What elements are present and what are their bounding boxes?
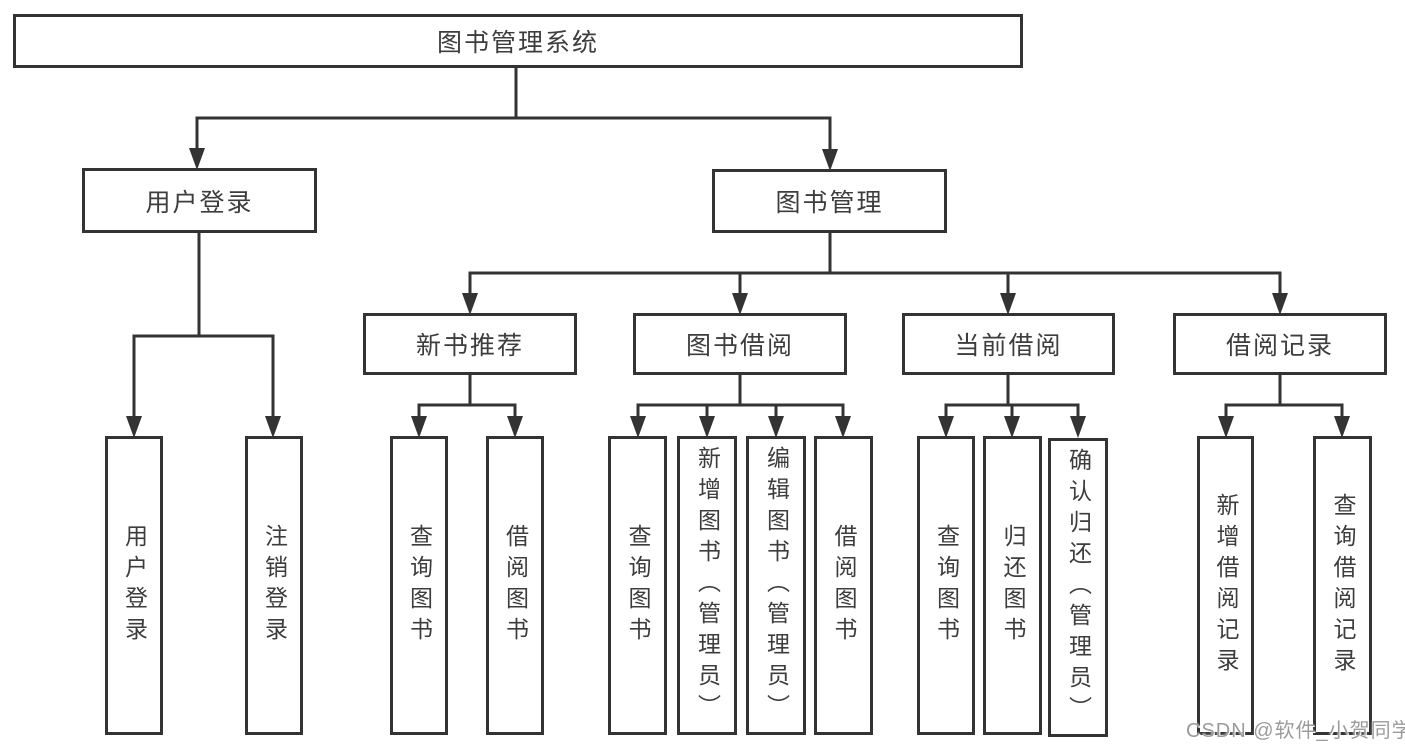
leaf-label: 新增借阅记录 [1213, 492, 1239, 679]
node-book-borrow: 图书借阅 [633, 313, 847, 375]
arrow-leaf [699, 416, 715, 438]
leaf-label: 编辑图书（管理员） [763, 446, 790, 725]
node-current-borrow: 当前借阅 [902, 313, 1115, 375]
arrow-to-user-login [189, 148, 205, 170]
leaf-label: 新增图书（管理员） [694, 446, 721, 725]
leaf-add-books-admin: 新增图书（管理员） [677, 436, 737, 735]
leaf-label: 查询图书 [933, 523, 960, 648]
arrow-leaf [835, 416, 851, 438]
arrow-leaf [768, 416, 784, 438]
arrow-to-new-book [462, 293, 478, 315]
leaf-confirm-return-admin: 确认归还（管理员） [1048, 438, 1108, 737]
node-book-management: 图书管理 [712, 169, 947, 233]
leaf-logout: 注销登录 [245, 436, 303, 735]
arrow-leaf [507, 416, 523, 438]
node-label: 新书推荐 [415, 332, 524, 360]
arrow-leaf [630, 416, 646, 438]
node-library-management-system: 图书管理系统 [13, 14, 1023, 68]
leaf-label: 查询借阅记录 [1330, 492, 1356, 679]
leaf-borrow-books-1: 借阅图书 [486, 436, 544, 735]
leaf-query-books-1: 查询图书 [390, 436, 448, 735]
leaf-borrow-books-2: 借阅图书 [814, 436, 873, 735]
connector-user-login-children [132, 231, 275, 419]
leaf-label: 查询图书 [625, 523, 651, 648]
arrow-to-book-mgmt [822, 149, 838, 171]
leaf-user-login: 用户登录 [105, 436, 163, 735]
node-label: 用户登录 [145, 188, 254, 217]
arrow-leaf [1070, 416, 1086, 438]
leaf-return-books: 归还图书 [983, 436, 1042, 735]
connector-new-book-children [417, 373, 517, 419]
leaf-label: 归还图书 [1000, 523, 1026, 648]
arrow-leaf [265, 416, 281, 438]
node-label: 图书管理系统 [436, 29, 599, 57]
arrow-leaf [1334, 416, 1350, 438]
arrow-leaf [411, 416, 427, 438]
node-label: 当前借阅 [954, 332, 1063, 360]
leaf-label: 用户登录 [121, 523, 148, 648]
arrow-leaf [1004, 416, 1020, 438]
arrow-to-book-borrow [732, 293, 748, 315]
leaf-label: 借阅图书 [831, 523, 857, 648]
leaf-add-borrow-record: 新增借阅记录 [1197, 436, 1254, 735]
node-new-book-recommend: 新书推荐 [363, 313, 577, 375]
node-label: 图书借阅 [685, 332, 794, 360]
arrow-leaf [938, 416, 954, 438]
arrow-to-borrow-record [1272, 293, 1288, 315]
node-borrow-record: 借阅记录 [1173, 313, 1387, 375]
arrowheads [126, 148, 1350, 438]
leaf-label: 确认归还（管理员） [1065, 448, 1092, 727]
node-label: 图书管理 [775, 189, 884, 217]
arrow-leaf [1218, 416, 1234, 438]
leaf-label: 查询图书 [406, 523, 433, 648]
connector-book-borrow-children [636, 373, 845, 419]
leaf-query-books-3: 查询图书 [917, 436, 975, 735]
csdn-watermark: CSDN @软件_小贺同学 [1186, 720, 1405, 742]
leaf-edit-books-admin: 编辑图书（管理员） [746, 436, 806, 735]
leaf-query-books-2: 查询图书 [608, 436, 667, 735]
connector-borrow-record-children [1224, 373, 1344, 419]
leaf-query-borrow-record: 查询借阅记录 [1313, 436, 1372, 735]
arrow-leaf [126, 416, 142, 438]
leaf-label: 注销登录 [261, 523, 288, 648]
node-user-login: 用户登录 [82, 168, 317, 233]
connector-current-borrow-children [944, 373, 1080, 419]
node-label: 借阅记录 [1225, 332, 1334, 360]
arrow-to-current-borrow [1000, 293, 1016, 315]
leaf-label: 借阅图书 [502, 523, 529, 648]
connector-book-mgmt-to-level3 [468, 231, 1282, 296]
connector-root-to-level2 [195, 66, 832, 152]
